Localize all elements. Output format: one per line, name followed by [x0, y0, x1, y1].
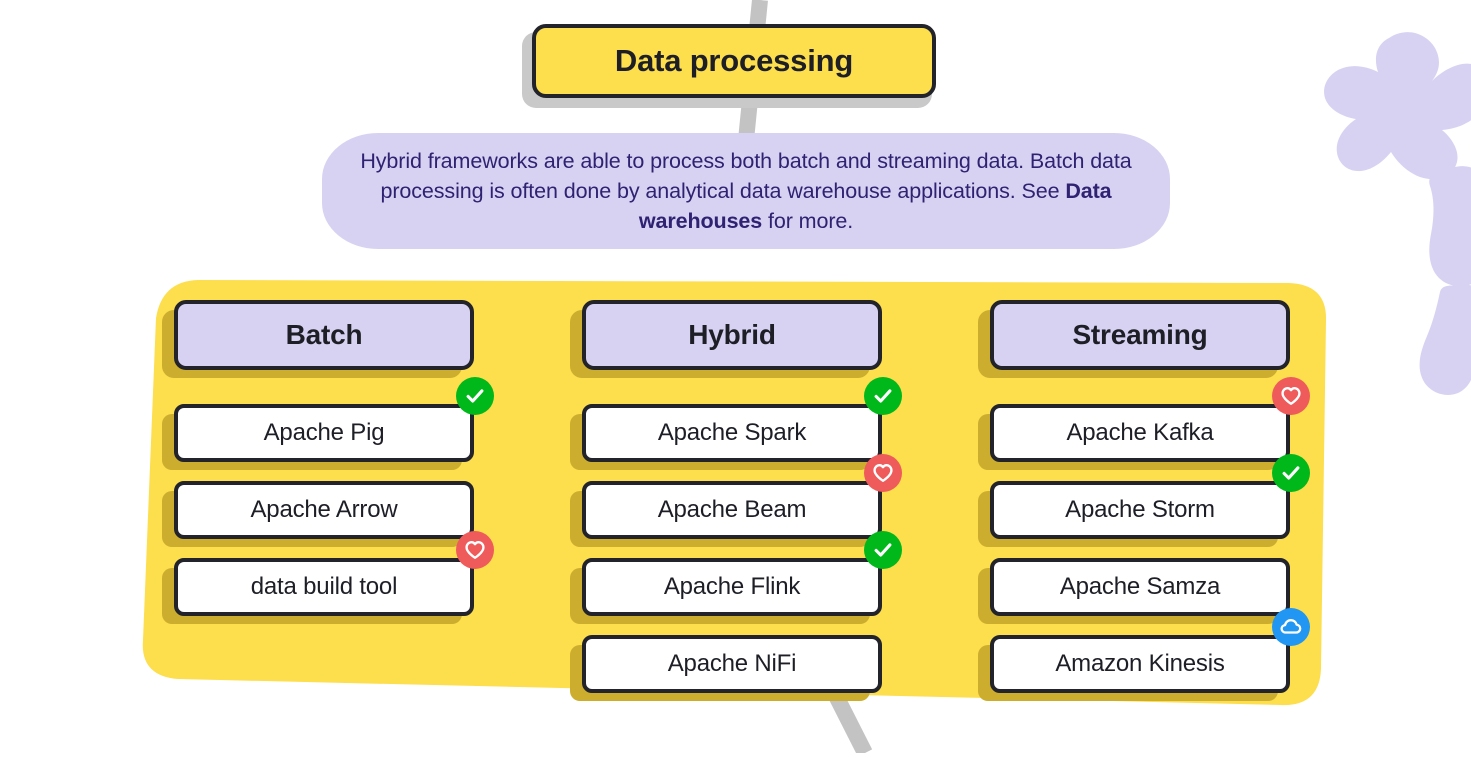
check-icon[interactable]: [456, 377, 494, 415]
title-node[interactable]: Data processing: [522, 24, 936, 108]
item-box[interactable]: Amazon Kinesis: [990, 635, 1290, 693]
item-label: Apache NiFi: [667, 650, 797, 677]
column-header-batch[interactable]: Batch: [162, 300, 474, 378]
page-title: Data processing: [614, 43, 854, 78]
list-item[interactable]: Apache Pig: [162, 377, 494, 481]
item-box[interactable]: Apache Arrow: [174, 481, 474, 539]
item-label: Apache Arrow: [250, 496, 398, 523]
check-icon[interactable]: [864, 531, 902, 569]
item-box[interactable]: Apache Beam: [582, 481, 882, 539]
description-link-data-warehouses[interactable]: Data warehouses: [638, 179, 1112, 233]
item-box[interactable]: Apache Flink: [582, 558, 882, 616]
list-item[interactable]: data build tool: [162, 531, 494, 635]
item-box[interactable]: data build tool: [174, 558, 474, 616]
item-box[interactable]: Apache Kafka: [990, 404, 1290, 462]
list-item[interactable]: Amazon Kinesis: [978, 608, 1310, 712]
item-box[interactable]: Apache Pig: [174, 404, 474, 462]
item-label: Apache Storm: [1065, 496, 1215, 523]
column-header-box[interactable]: Hybrid: [582, 300, 882, 370]
item-label: Apache Spark: [657, 419, 807, 446]
item-label: Apache Samza: [1059, 573, 1221, 600]
item-box[interactable]: Apache Spark: [582, 404, 882, 462]
item-box[interactable]: Apache Samza: [990, 558, 1290, 616]
list-item[interactable]: Apache Beam: [570, 454, 902, 558]
heart-icon[interactable]: [456, 531, 494, 569]
column-header-box[interactable]: Batch: [174, 300, 474, 370]
item-box[interactable]: Apache NiFi: [582, 635, 882, 693]
item-label: Apache Beam: [657, 496, 807, 523]
description-text-before: Hybrid frameworks are able to process bo…: [360, 149, 1132, 203]
heart-icon[interactable]: [1272, 377, 1310, 415]
list-item[interactable]: Apache Flink: [570, 531, 902, 635]
item-label: Apache Kafka: [1066, 419, 1214, 446]
column-header-streaming[interactable]: Streaming: [978, 300, 1290, 378]
item-label: Apache Flink: [663, 573, 801, 600]
item-label: Apache Pig: [263, 419, 385, 446]
list-item[interactable]: Apache NiFi: [570, 635, 882, 712]
item-box[interactable]: Apache Storm: [990, 481, 1290, 539]
description-text-after: for more.: [762, 209, 854, 233]
column-batch: Batch Apache Pig Apache Arrow data build…: [162, 300, 494, 635]
description-text: Hybrid frameworks are able to process bo…: [351, 146, 1141, 236]
heart-icon[interactable]: [864, 454, 902, 492]
list-item[interactable]: Apache Arrow: [162, 481, 474, 558]
column-header-label: Streaming: [1072, 319, 1208, 350]
check-icon[interactable]: [1272, 454, 1310, 492]
column-header-box[interactable]: Streaming: [990, 300, 1290, 370]
list-item[interactable]: Apache Storm: [978, 454, 1310, 558]
item-label: data build tool: [250, 573, 398, 600]
cloud-icon[interactable]: [1272, 608, 1310, 646]
column-streaming: Streaming Apache Kafka Apache Storm: [978, 300, 1310, 712]
item-label: Amazon Kinesis: [1055, 650, 1225, 677]
list-item[interactable]: Apache Samza: [978, 558, 1290, 635]
column-hybrid: Hybrid Apache Spark Apache Beam Ap: [570, 300, 902, 712]
description-callout: Hybrid frameworks are able to process bo…: [322, 133, 1170, 249]
title-box[interactable]: Data processing: [532, 24, 936, 98]
list-item[interactable]: Apache Spark: [570, 377, 902, 481]
column-header-hybrid[interactable]: Hybrid: [570, 300, 882, 378]
column-header-label: Hybrid: [688, 319, 776, 350]
check-icon[interactable]: [864, 377, 902, 415]
list-item[interactable]: Apache Kafka: [978, 377, 1310, 481]
column-header-label: Batch: [285, 319, 363, 350]
